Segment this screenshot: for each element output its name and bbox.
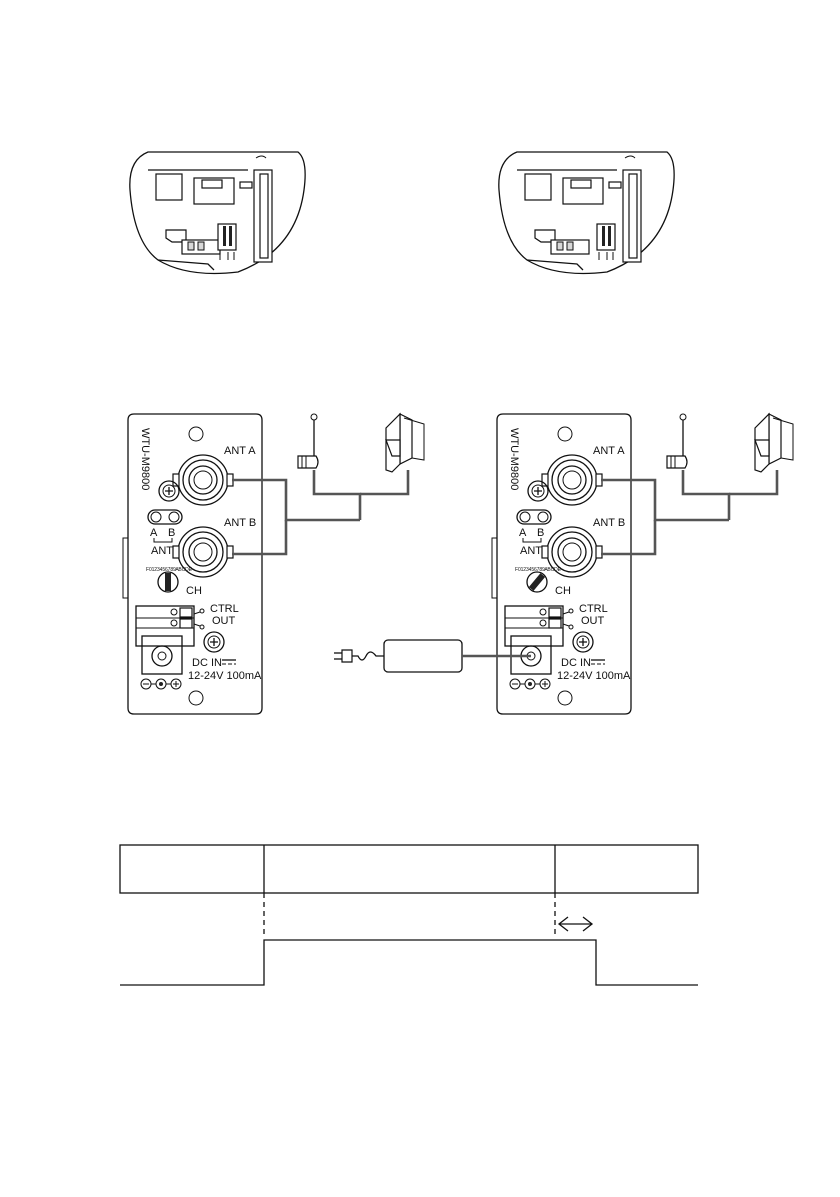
ant-b-label: ANT B [224,517,256,529]
model-label: WTU-M9800 [508,428,520,490]
power-spec-label: 12-24V 100mA [557,670,631,682]
timing-chart [120,845,698,985]
dc-in-label: DC IN [192,657,222,669]
flat-panel-antenna-icon [755,414,793,472]
ch-label: CH [555,585,571,597]
ant-switch-a: A [519,527,527,539]
whip-antenna-icon [667,414,687,468]
ant-b-label: ANT B [593,517,625,529]
flat-panel-antenna-icon [386,414,424,472]
pcb-closeup-right [499,152,674,274]
ant-switch-b: B [537,527,544,539]
whip-antenna-icon [298,414,318,468]
ant-a-label: ANT A [224,445,256,457]
delay-arrow-icon [559,917,592,931]
ch-label: CH [186,585,202,597]
power-spec-label: 12-24V 100mA [188,670,262,682]
dc-in-label: DC IN [561,657,591,669]
dial-characters: F 0 1 2 3 4 5 6 7 8 9 A B C D E [146,567,193,573]
ant-switch-label: ANT [151,545,173,557]
ant-a-label: ANT A [593,445,625,457]
dial-characters: F 0 1 2 3 4 5 6 7 8 9 A B C D E [515,567,562,573]
ctrl-label: CTRL [210,603,239,615]
out-label: OUT [212,615,236,627]
receiver-module-left: WTU-M9800 ANT A A B ANT ANT B [123,414,262,714]
ac-plug-icon [334,650,352,662]
ant-switch-a: A [150,527,158,539]
ant-switch-label: ANT [520,545,542,557]
ctrl-label: CTRL [579,603,608,615]
receiver-module-right: WTU-M9800 ANT A A B ANT ANT B [492,414,631,714]
model-label: WTU-M9800 [139,428,151,490]
output-signal-trace [120,940,698,985]
ant-switch-b: B [168,527,175,539]
pcb-closeup-left [130,152,305,274]
out-label: OUT [581,615,605,627]
